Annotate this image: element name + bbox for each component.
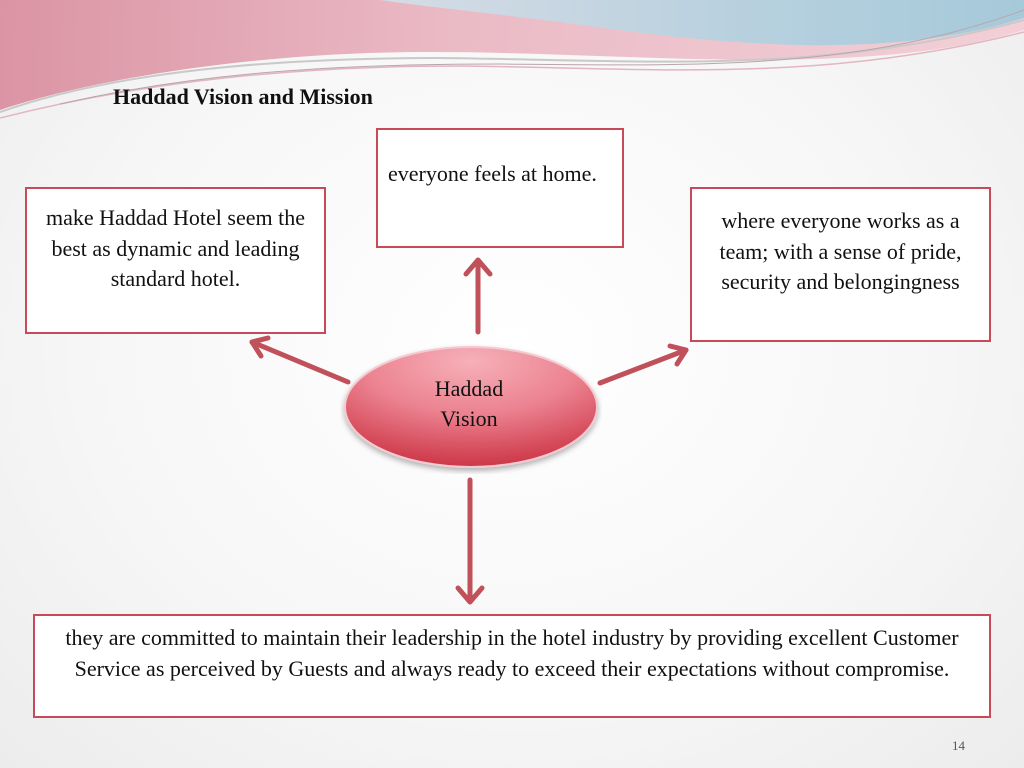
page-number: 14 [952, 738, 965, 753]
arrow-up [463, 257, 493, 335]
mission-box-bottom: they are committed to maintain their lea… [33, 614, 991, 718]
vision-box-top-text: everyone feels at home. [388, 161, 597, 186]
vision-box-left-text: make Haddad Hotel seem the best as dynam… [45, 205, 305, 291]
vision-box-top: everyone feels at home. [376, 128, 624, 248]
center-label-line: Haddad [434, 376, 504, 401]
vision-box-left: make Haddad Hotel seem the best as dynam… [25, 187, 326, 334]
center-ellipse [344, 346, 598, 468]
decorative-wave-header [0, 0, 1024, 119]
vision-box-right: where everyone works as a team; with a s… [690, 187, 991, 342]
slide-title: Haddad Vision and Mission [113, 84, 373, 109]
vision-box-right-text: where everyone works as a team; with a s… [719, 208, 962, 294]
arrow-down [455, 477, 485, 605]
center-ellipse-label: Haddad Vision [376, 374, 562, 434]
arrow-left [249, 335, 351, 385]
arrow-right [597, 343, 689, 386]
center-label-line: Vision [440, 406, 498, 431]
mission-box-bottom-text: they are committed to maintain their lea… [65, 625, 959, 681]
